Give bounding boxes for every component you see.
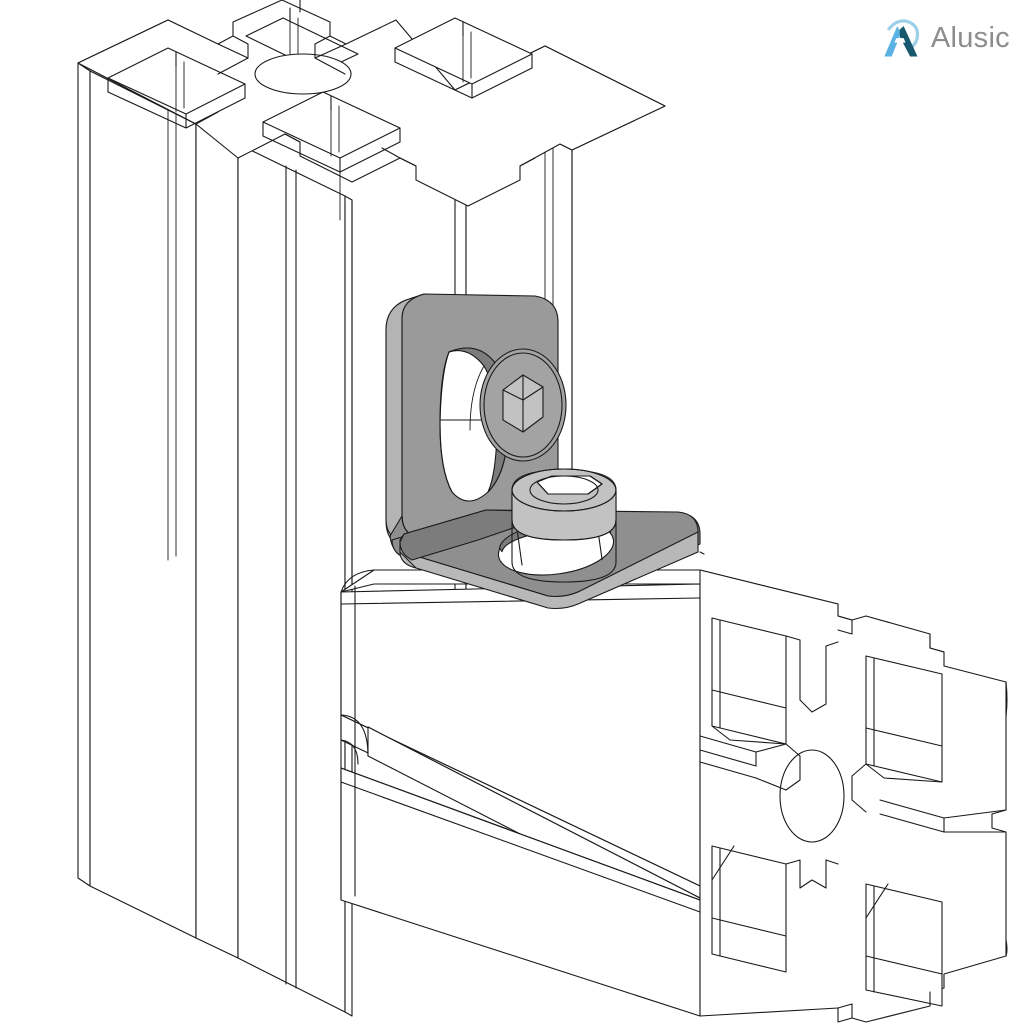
brand-name: Alusic: [930, 21, 1010, 54]
vertical-profile-top-face: [77, 0, 666, 207]
alusic-a-arc-logo-icon: [884, 19, 919, 57]
brand-logo: Alusic: [877, 16, 1010, 62]
bolt-vertical: [469, 348, 567, 462]
angle-bracket: [385, 293, 701, 610]
horizontal-profile: [340, 569, 1008, 1023]
bolt-horizontal: [511, 468, 617, 583]
